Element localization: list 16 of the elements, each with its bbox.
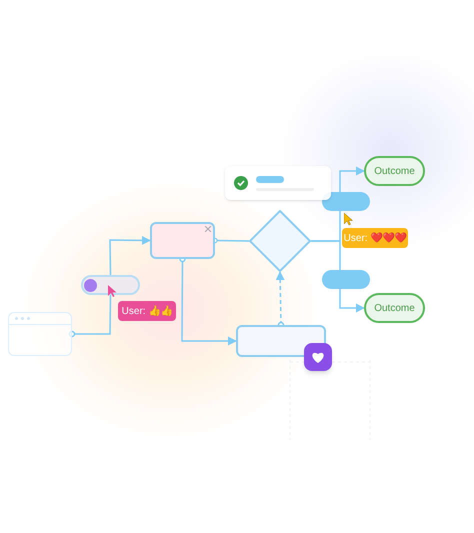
window-box xyxy=(8,312,72,356)
connector-line xyxy=(72,294,112,335)
process-box xyxy=(150,222,215,259)
pill-bar xyxy=(322,192,370,211)
pill-bar xyxy=(322,270,370,289)
arrow xyxy=(339,289,365,312)
outcome-pill: Outcome xyxy=(364,156,425,186)
process-box xyxy=(236,325,326,357)
user-badge: User: 👍👍 xyxy=(118,301,176,321)
decision-diamond xyxy=(249,210,311,272)
arrow xyxy=(339,166,365,192)
user-badge: User: ❤❤❤ xyxy=(342,228,408,248)
connector-line xyxy=(311,240,341,270)
arrow xyxy=(109,236,151,276)
outcome-pill: Outcome xyxy=(364,293,425,323)
arrow xyxy=(181,259,237,346)
